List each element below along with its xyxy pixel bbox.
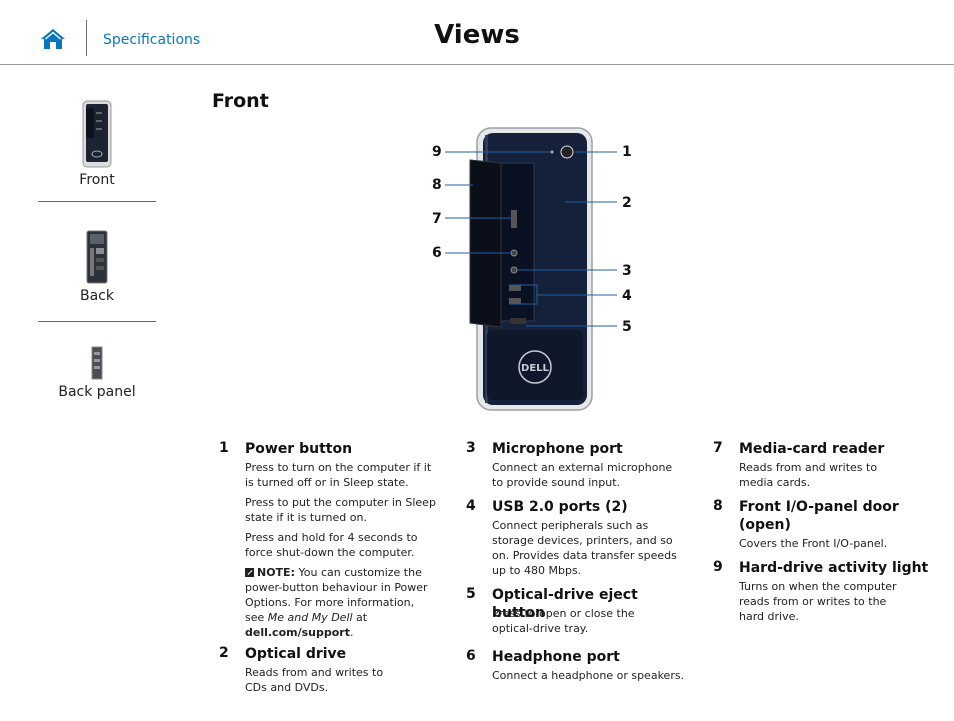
item-number: 9 xyxy=(713,559,723,575)
sidebar-divider xyxy=(38,201,156,202)
front-view-thumbnail xyxy=(82,100,112,168)
item-description: Turns on when the computer reads from or… xyxy=(739,580,897,623)
item-number: 8 xyxy=(713,498,723,514)
sidebar-item-back[interactable]: Back xyxy=(38,230,156,304)
item-headphone-port: 6 Headphone port Connect a headphone or … xyxy=(466,648,691,688)
item-hdd-activity-light: 9 Hard-drive activity light Turns on whe… xyxy=(713,559,933,629)
sidebar-item-label: Back panel xyxy=(58,384,136,400)
callout-5: 5 xyxy=(622,319,632,335)
note-link-line: dell.com/support. xyxy=(245,626,354,639)
note-text: Options. For more information, xyxy=(245,596,415,609)
back-panel-thumbnail xyxy=(91,346,103,380)
item-description: Connect a headphone or speakers. xyxy=(492,669,685,682)
item-microphone-port: 3 Microphone port Connect an external mi… xyxy=(466,440,691,495)
callout-2: 2 xyxy=(622,195,632,211)
back-view-thumbnail xyxy=(86,230,108,284)
callout-1: 1 xyxy=(622,144,632,160)
item-description: Press to open or close the optical-drive… xyxy=(492,607,635,635)
desc-line: Press to turn on the computer if it xyxy=(245,461,432,474)
item-description: Connect an external microphone to provid… xyxy=(492,461,673,489)
desc-line: Press to put the computer in Sleep xyxy=(245,496,436,509)
note-text: power-button behaviour in Power xyxy=(245,581,428,594)
page-title: Views xyxy=(434,20,520,50)
page-header: Specifications Views xyxy=(0,0,954,65)
item-title: Headphone port xyxy=(492,649,620,665)
sidebar-item-label: Back xyxy=(80,288,114,304)
item-title: Optical drive xyxy=(245,646,347,662)
item-number: 3 xyxy=(466,440,476,456)
item-number: 7 xyxy=(713,440,723,456)
item-optical-drive: 2 Optical drive Reads from and writes to… xyxy=(219,645,439,700)
callout-4: 4 xyxy=(622,288,632,304)
header-divider xyxy=(86,20,87,56)
desc-line: force shut-down the computer. xyxy=(245,546,415,559)
sidebar-item-label: Front xyxy=(79,172,115,188)
note-icon xyxy=(245,568,254,577)
item-title: Front I/O-panel door (open) xyxy=(739,499,899,533)
callout-8: 8 xyxy=(432,177,442,193)
sidebar-item-back-panel[interactable]: Back panel xyxy=(38,346,156,400)
item-title: USB 2.0 ports (2) xyxy=(492,499,628,515)
specifications-link[interactable]: Specifications xyxy=(103,32,201,48)
callout-7: 7 xyxy=(432,211,442,227)
desc-line: is turned off or in Sleep state. xyxy=(245,476,409,489)
item-power-button: 1 Power button Press to turn on the comp… xyxy=(219,440,439,639)
sidebar-divider xyxy=(38,321,156,322)
desc-line: state if it is turned on. xyxy=(245,511,367,524)
note-text: You can customize the xyxy=(298,566,422,579)
item-description: Press to turn on the computer if it is t… xyxy=(245,460,436,640)
item-usb-ports: 4 USB 2.0 ports (2) Connect peripherals … xyxy=(466,498,691,583)
item-description: Connect peripherals such as storage devi… xyxy=(492,519,677,577)
note: NOTE: You can customize the xyxy=(245,565,436,580)
item-number: 6 xyxy=(466,648,476,664)
item-number: 4 xyxy=(466,498,476,514)
sidebar-item-front[interactable]: Front xyxy=(38,100,156,188)
item-media-card-reader: 7 Media-card reader Reads from and write… xyxy=(713,440,933,495)
item-title: Microphone port xyxy=(492,441,623,457)
callout-3: 3 xyxy=(622,263,632,279)
front-view-diagram: DELL xyxy=(445,127,617,411)
item-title: Media-card reader xyxy=(739,441,885,457)
item-title: Optical-drive eject button xyxy=(492,587,638,621)
note-label: NOTE: xyxy=(257,566,295,579)
item-description: Covers the Front I/O-panel. xyxy=(739,537,888,550)
note-text: see Me and My Dell at xyxy=(245,611,368,624)
home-icon[interactable] xyxy=(40,28,66,50)
item-eject-button: 5 Optical-drive eject button Press to op… xyxy=(466,586,691,641)
item-description: Reads from and writes to CDs and DVDs. xyxy=(245,666,384,694)
item-number: 5 xyxy=(466,586,476,602)
item-number: 2 xyxy=(219,645,229,661)
item-title: Power button xyxy=(245,441,353,457)
callout-6: 6 xyxy=(432,245,442,261)
item-title: Hard-drive activity light xyxy=(739,560,929,576)
desc-line: Press and hold for 4 seconds to xyxy=(245,531,418,544)
support-link[interactable]: dell.com/support xyxy=(245,626,350,639)
svg-text:DELL: DELL xyxy=(521,363,550,374)
item-io-panel-door: 8 Front I/O-panel door (open) Covers the… xyxy=(713,498,933,556)
item-number: 1 xyxy=(219,440,229,456)
callout-9: 9 xyxy=(432,144,442,160)
section-title: Front xyxy=(212,90,269,112)
item-description: Reads from and writes to media cards. xyxy=(739,461,878,489)
